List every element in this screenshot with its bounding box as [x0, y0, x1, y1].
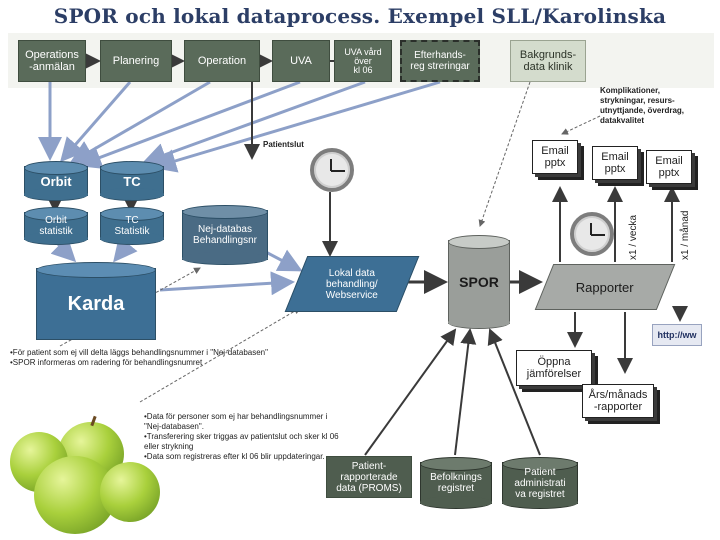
complications-note: Komplikationer, strykningar, resurs- utn… [600, 86, 685, 125]
ars-manads-rapporter-doc: Års/månads -rapporter [582, 384, 654, 418]
output-doc-label: Års/månads -rapporter [588, 389, 648, 413]
process-step-operationsanmalan: Operations -anmälan [18, 40, 86, 82]
lokal-data-process: Lokal data behandling/ Webservice [284, 256, 420, 312]
apple-image [100, 462, 160, 522]
email-pptx-doc: Email pptx [646, 150, 692, 184]
tc-label: TC [123, 173, 141, 189]
nej-databas: Nej-databas Behandlingsnr [182, 205, 268, 265]
process-step-label: Operations -anmälan [25, 49, 79, 73]
process-step-label: Planering [112, 55, 160, 67]
freq-label-manad: x1 / månad [680, 210, 691, 260]
page-title: SPOR och lokal dataprocess. Exempel SLL/… [53, 4, 667, 28]
process-step-label: Efterhands- reg streringar [410, 50, 470, 72]
register-befolkning: Befolknings registret [420, 457, 492, 509]
rapporter-label: Rapporter [576, 279, 634, 295]
clock-icon [310, 148, 354, 192]
email-doc-label: Email pptx [655, 155, 683, 179]
email-doc-label: Email pptx [541, 145, 569, 169]
output-doc-label: Öppna jämförelser [526, 356, 582, 380]
karda-database: Karda [36, 262, 156, 340]
clock-icon [570, 212, 614, 256]
orbit-label: Orbit [40, 173, 72, 189]
tc-statistik-label: TC Statistik [114, 215, 150, 237]
register-label: Patient- rapporterade data (PROMS) [336, 460, 402, 494]
process-step-uva-vard: UVA vård över kl 06 [334, 40, 392, 82]
process-step-uva: UVA [272, 40, 330, 82]
register-patientadministrativa: Patient administrati va registret [502, 457, 578, 509]
register-label: Patient administrati va registret [514, 466, 566, 500]
process-step-bakgrundsdata: Bakgrunds- data klinik [510, 40, 586, 82]
karda-label: Karda [67, 292, 125, 315]
orbit-statistik-label: Orbit statistik [39, 215, 73, 237]
email-doc-label: Email pptx [601, 151, 629, 175]
register-label: Befolknings registret [430, 472, 482, 494]
patientslut-label: Patientslut [263, 140, 304, 149]
rapporter-process: Rapporter [534, 264, 676, 310]
process-step-label: UVA [290, 55, 312, 67]
lokal-data-label: Lokal data behandling/ Webservice [325, 267, 379, 301]
process-step-label: Operation [197, 55, 247, 67]
freq-label-vecka: x1 / vecka [628, 214, 639, 260]
note-data-transfer: •Data för personer som ej har behandling… [144, 412, 339, 461]
http-label: http://ww [657, 330, 697, 340]
process-step-efterhandsregistreringar: Efterhands- reg streringar [400, 40, 480, 82]
spor-label: SPOR [459, 274, 499, 290]
nej-databas-label: Nej-databas Behandlingsnr [193, 224, 257, 246]
tc-database: TC [100, 161, 164, 201]
process-step-label: Bakgrunds- data klinik [519, 49, 577, 73]
email-pptx-doc: Email pptx [532, 140, 578, 174]
spor-database: SPOR [448, 235, 510, 329]
tc-statistik-database: TC Statistik [100, 207, 164, 245]
note-nej-databas: •För patient som ej vill delta läggs beh… [10, 348, 268, 367]
orbit-statistik-database: Orbit statistik [24, 207, 88, 245]
oppna-jamforelser-doc: Öppna jämförelser [516, 350, 592, 386]
process-step-operation: Operation [184, 40, 260, 82]
process-step-planering: Planering [100, 40, 172, 82]
process-step-label: UVA vård över kl 06 [344, 46, 382, 75]
register-proms: Patient- rapporterade data (PROMS) [326, 456, 412, 498]
orbit-database: Orbit [24, 161, 88, 201]
email-pptx-doc: Email pptx [592, 146, 638, 180]
web-link-thumbnail: http://ww [652, 324, 702, 346]
